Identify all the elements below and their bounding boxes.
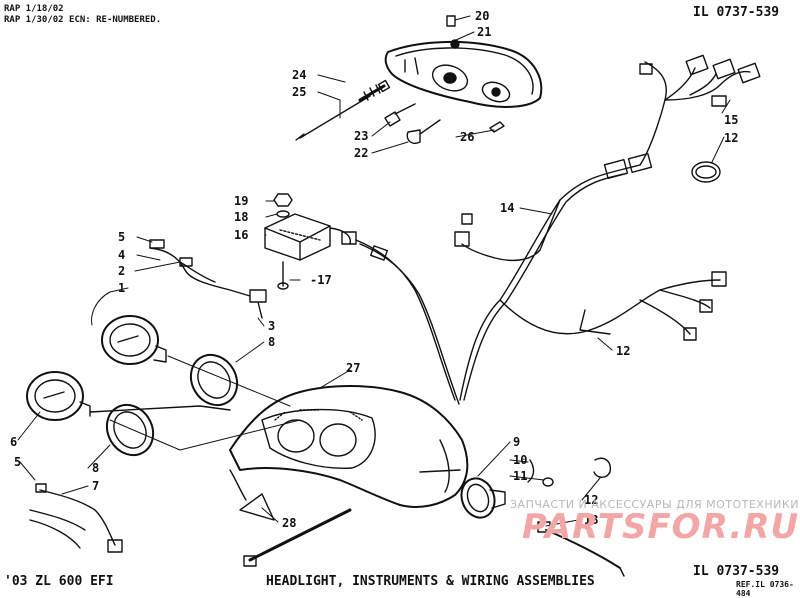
callout-23: 23 [354,129,368,143]
wiring-harness-lower [499,271,727,341]
diagram-title: HEADLIGHT, INSTRUMENTS & WIRING ASSEMBLI… [266,574,595,589]
watermark-text: ЗАПЧАСТИ И АКСЕССУАРЫ ДЛЯ МОТОТЕХНИКИ [510,498,799,511]
wiring-harness-upper [454,54,761,401]
illustration-id-bottom: IL 0737-539 [693,564,780,579]
callout-15: 15 [724,113,738,127]
callout-18: 18 [234,210,248,224]
callout-4: 4 [118,248,125,262]
ring-10 [527,459,535,483]
speedo-cable-13 [537,521,625,577]
model-name: '03 ZL 600 EFI [4,574,114,589]
trim-ring-8-lower [105,403,155,457]
speedometer-1 [101,315,167,365]
callout-6: 6 [10,435,17,449]
callout-22: 22 [354,146,368,160]
align-line-1 [167,355,291,407]
callout-28: 28 [282,516,296,530]
wire-bundle-lower-left [29,483,123,553]
callout-12-middle: 12 [616,344,630,358]
instrument-panel-27 [229,385,469,508]
callout-11: 11 [513,469,527,483]
revision-note-1: RAP 1/18/02 [4,4,64,14]
bracket-20 [446,15,456,27]
module-16 [264,213,357,261]
adjuster-screw [295,79,391,141]
cable-28 [243,508,352,567]
callout-12-upper: 12 [724,131,738,145]
watermark-logo: PARTSFOR.RU [522,507,800,547]
callout-13: 13 [584,513,598,527]
revision-note-2: RAP 1/30/02 ECN: RE-NUMBERED. [4,15,162,25]
socket-22 [406,129,421,144]
decal-triangle [239,493,275,521]
callout-21: 21 [477,25,491,39]
callout-2: 2 [118,264,125,278]
callout-26: 26 [460,130,474,144]
wire-bundle-upper-left [149,239,267,319]
washer-18 [276,210,290,218]
nut-19 [273,193,293,207]
callout-10: 10 [513,453,527,467]
callout-12-lower: 12 [584,493,598,507]
callout-7: 7 [92,479,99,493]
clamp-12-upper [691,161,721,183]
callout-24: 24 [292,68,306,82]
trim-ring-8-upper [189,353,239,407]
callout-5-lower: 5 [14,455,21,469]
clamp-12-lower [593,457,612,478]
callout-17: -17 [310,273,332,287]
callout-5-upper: 5 [118,230,125,244]
callout-8-lower: 8 [92,461,99,475]
callout-8-upper: 8 [268,335,275,349]
gauge-9 [460,477,506,519]
callout-14: 14 [500,201,514,215]
cable-main [355,239,456,401]
tachometer-6 [26,371,91,421]
callout-25: 25 [292,85,306,99]
callout-16: 16 [234,228,248,242]
illustration-id-top: IL 0737-539 [693,5,780,20]
headlight-housing [384,39,543,108]
reference-id: REF.IL 0736-484 [736,580,794,598]
washer-11 [542,477,554,487]
callout-3: 3 [268,319,275,333]
callout-19: 19 [234,194,248,208]
callout-27: 27 [346,361,360,375]
callout-20: 20 [475,9,489,23]
callout-1: 1 [118,281,125,295]
callout-9: 9 [513,435,520,449]
